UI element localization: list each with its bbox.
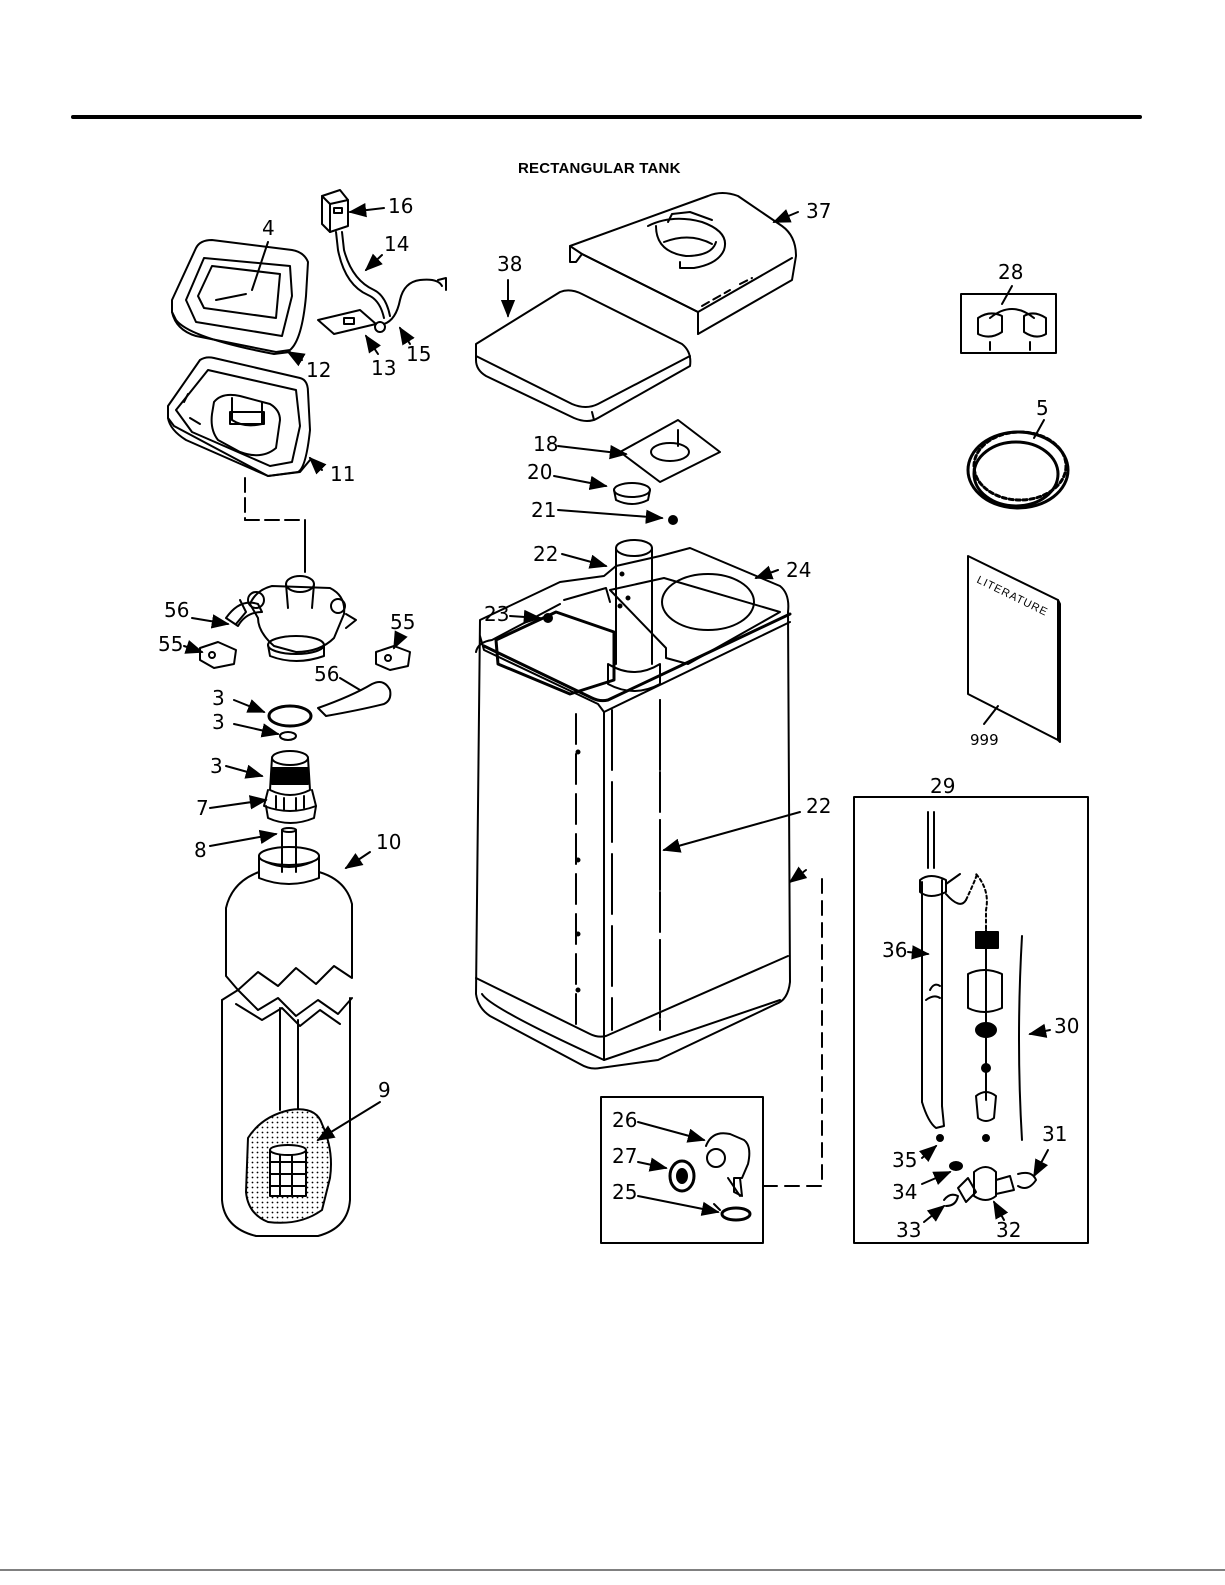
part-25-clamp [714,1204,750,1220]
part-35-nut [937,1135,943,1141]
part-18-grommet-plate [620,420,720,482]
callout-35: 35 [892,1150,917,1170]
part-23-screw [544,614,552,622]
callout-26: 26 [612,1110,637,1130]
callout-12: 12 [306,360,331,380]
callout-27: 27 [612,1146,637,1166]
callout-3-small: 3 [212,712,225,732]
part-26-elbow [706,1133,749,1196]
box-brine-valve [854,797,1088,1243]
box-part-28 [961,294,1056,353]
callout-30: 30 [1054,1016,1079,1036]
part-55-bracket-right [376,646,410,670]
callout-22: 22 [533,544,558,564]
leader-drain-box [763,872,822,1186]
part-15-cord [375,278,446,332]
callout-55: 55 [158,634,183,654]
part-14-wire [336,232,390,318]
callout-10: 10 [376,832,401,852]
part-31-clip [1018,1173,1036,1188]
callout-31: 31 [1042,1124,1067,1144]
part-33-clip [944,1195,958,1206]
part-32-valve-body [958,1167,1014,1202]
part-16-transformer [322,190,348,232]
callout-18: 18 [533,434,558,454]
callout-37: 37 [806,201,831,221]
callout-15: 15 [406,344,431,364]
callout-999: 999 [970,730,999,750]
callout-21: 21 [531,500,556,520]
diagram-title: RECTANGULAR TANK [518,160,681,177]
part-10-mineral-tank [222,847,352,1236]
part-21-ball [669,516,677,524]
callout-24: 24 [786,560,811,580]
callout-13: 13 [371,358,396,378]
part-3-o-ring-large [269,706,311,726]
part-20-cap [614,483,650,504]
callout-22-well: 22 [806,796,831,816]
callout-33: 33 [896,1220,921,1240]
part-36-brine-tube [920,812,946,1128]
callout-3-oring: 3 [212,688,225,708]
callout-36: 36 [882,940,907,960]
part-11-control-housing [168,357,310,476]
callout-16: 16 [388,196,413,216]
callout-38: 38 [497,254,522,274]
part-27-grommet [670,1161,694,1191]
callout-4: 4 [262,218,275,238]
callout-32: 32 [996,1220,1021,1240]
part-55-bracket-left [200,642,236,668]
callout-7: 7 [196,798,209,818]
callout-14: 14 [384,234,409,254]
part-12-front-cover [172,240,308,354]
callout-23: 23 [484,604,509,624]
part-7-distributor-head [264,751,316,823]
callout-56: 56 [164,600,189,620]
part-37-salt-lid [570,193,796,334]
callout-5: 5 [1036,398,1049,418]
callout-29: 29 [930,776,955,796]
part-24-cabinet [476,548,790,1069]
callout-34: 34 [892,1182,917,1202]
part-13-circuit-board [318,310,376,334]
part-3-o-ring-small [280,732,296,740]
callout-9: 9 [378,1080,391,1100]
part-30-float-assembly [946,874,1022,1141]
callout-3-head: 3 [210,756,223,776]
callout-20: 20 [527,462,552,482]
callout-11: 11 [330,464,355,484]
callout-8: 8 [194,840,207,860]
part-34-washer [950,1162,962,1170]
callout-28: 28 [998,262,1023,282]
callout-56-lower: 56 [314,664,339,684]
part-28-clips [978,309,1046,350]
valve-assembly [236,576,356,661]
callout-55-right: 55 [390,612,415,632]
callout-25: 25 [612,1182,637,1202]
part-5-tubing-coil [968,432,1068,508]
